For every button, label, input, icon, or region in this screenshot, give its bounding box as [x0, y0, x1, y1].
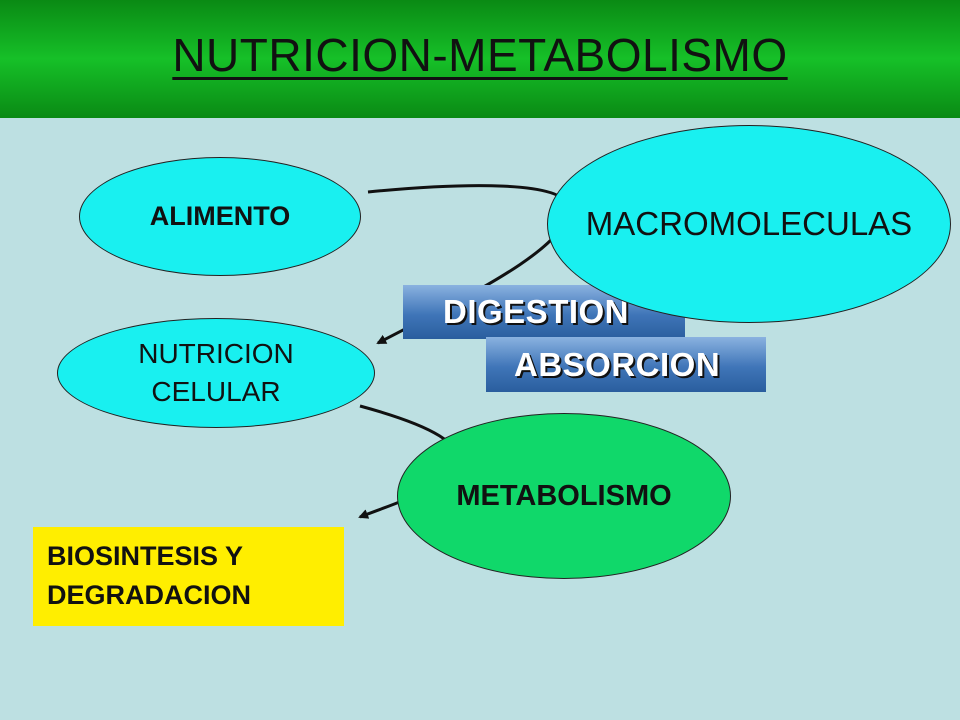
label-absorcion-text: ABSORCION [514, 345, 721, 383]
node-alimento: ALIMENTO [79, 157, 361, 276]
node-alimento-label: ALIMENTO [149, 201, 291, 231]
box-biosintesis-line1: BIOSINTESIS Y [47, 541, 244, 571]
label-absorcion: ABSORCION [486, 337, 766, 392]
title-bar: NUTRICION-METABOLISMO [0, 0, 960, 118]
node-metabolismo: METABOLISMO [397, 413, 731, 579]
node-nutricion-line2: CELULAR [151, 376, 281, 407]
node-macromoleculas: MACROMOLECULAS [547, 125, 951, 323]
slide-title: NUTRICION-METABOLISMO [172, 29, 788, 81]
node-macromoleculas-label: MACROMOLECULAS [585, 205, 913, 242]
node-nutricion-celular: NUTRICION CELULAR [57, 318, 375, 428]
node-metabolismo-label: METABOLISMO [456, 479, 672, 512]
node-nutricion-line1: NUTRICION [138, 338, 294, 369]
node-nutricion-celular-label: NUTRICION CELULAR [138, 335, 294, 411]
box-biosintesis-line2: DEGRADACION [47, 580, 252, 610]
label-digestion-text: DIGESTION [443, 293, 630, 330]
box-biosintesis-degradacion: BIOSINTESIS Y DEGRADACION [33, 527, 344, 626]
